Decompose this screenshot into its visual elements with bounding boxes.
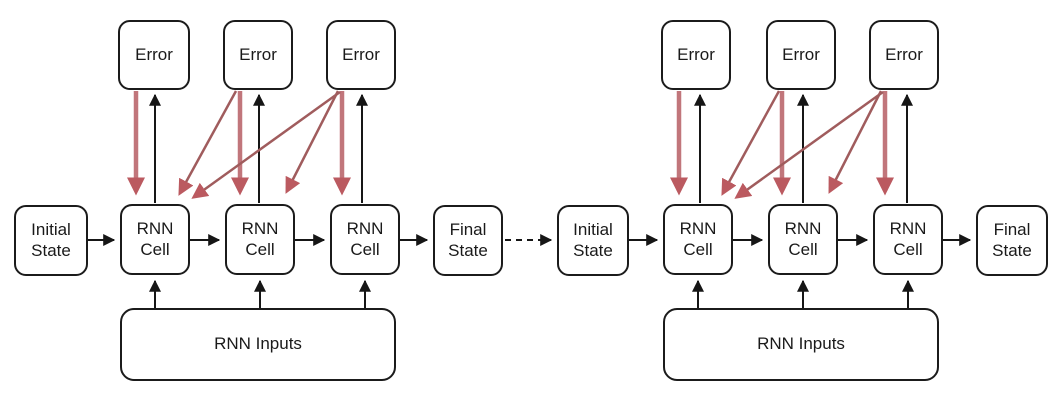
- node-initial-state-right: Initial State: [557, 205, 629, 276]
- node-error-3-left: Error: [326, 20, 396, 90]
- node-error-2-left: Error: [223, 20, 293, 90]
- node-rnn-cell-3-left: RNN Cell: [330, 204, 400, 275]
- node-error-3-right: Error: [869, 20, 939, 90]
- node-error-2-right: Error: [766, 20, 836, 90]
- node-rnn-cell-2-right: RNN Cell: [768, 204, 838, 275]
- node-rnn-cell-3-right: RNN Cell: [873, 204, 943, 275]
- arrow-left-error2-grad-cell1: [178, 90, 238, 196]
- node-initial-state-left: Initial State: [14, 205, 88, 276]
- node-rnn-cell-1-left: RNN Cell: [120, 204, 190, 275]
- node-error-1-left: Error: [118, 20, 190, 90]
- node-rnn-cell-2-left: RNN Cell: [225, 204, 295, 275]
- node-final-state-left: Final State: [433, 205, 503, 276]
- arrow-right-error3-grad-cell1: [734, 90, 884, 199]
- node-error-1-right: Error: [661, 20, 731, 90]
- node-final-state-right: Final State: [976, 205, 1048, 276]
- arrow-right-error3-grad-cell2: [828, 90, 883, 194]
- arrow-right-error2-grad-cell1: [721, 90, 781, 196]
- node-rnn-inputs-left: RNN Inputs: [120, 308, 396, 381]
- node-rnn-inputs-right: RNN Inputs: [663, 308, 939, 381]
- node-rnn-cell-1-right: RNN Cell: [663, 204, 733, 275]
- arrow-left-error3-grad-cell2: [285, 90, 340, 194]
- arrow-left-error3-grad-cell1: [191, 90, 341, 199]
